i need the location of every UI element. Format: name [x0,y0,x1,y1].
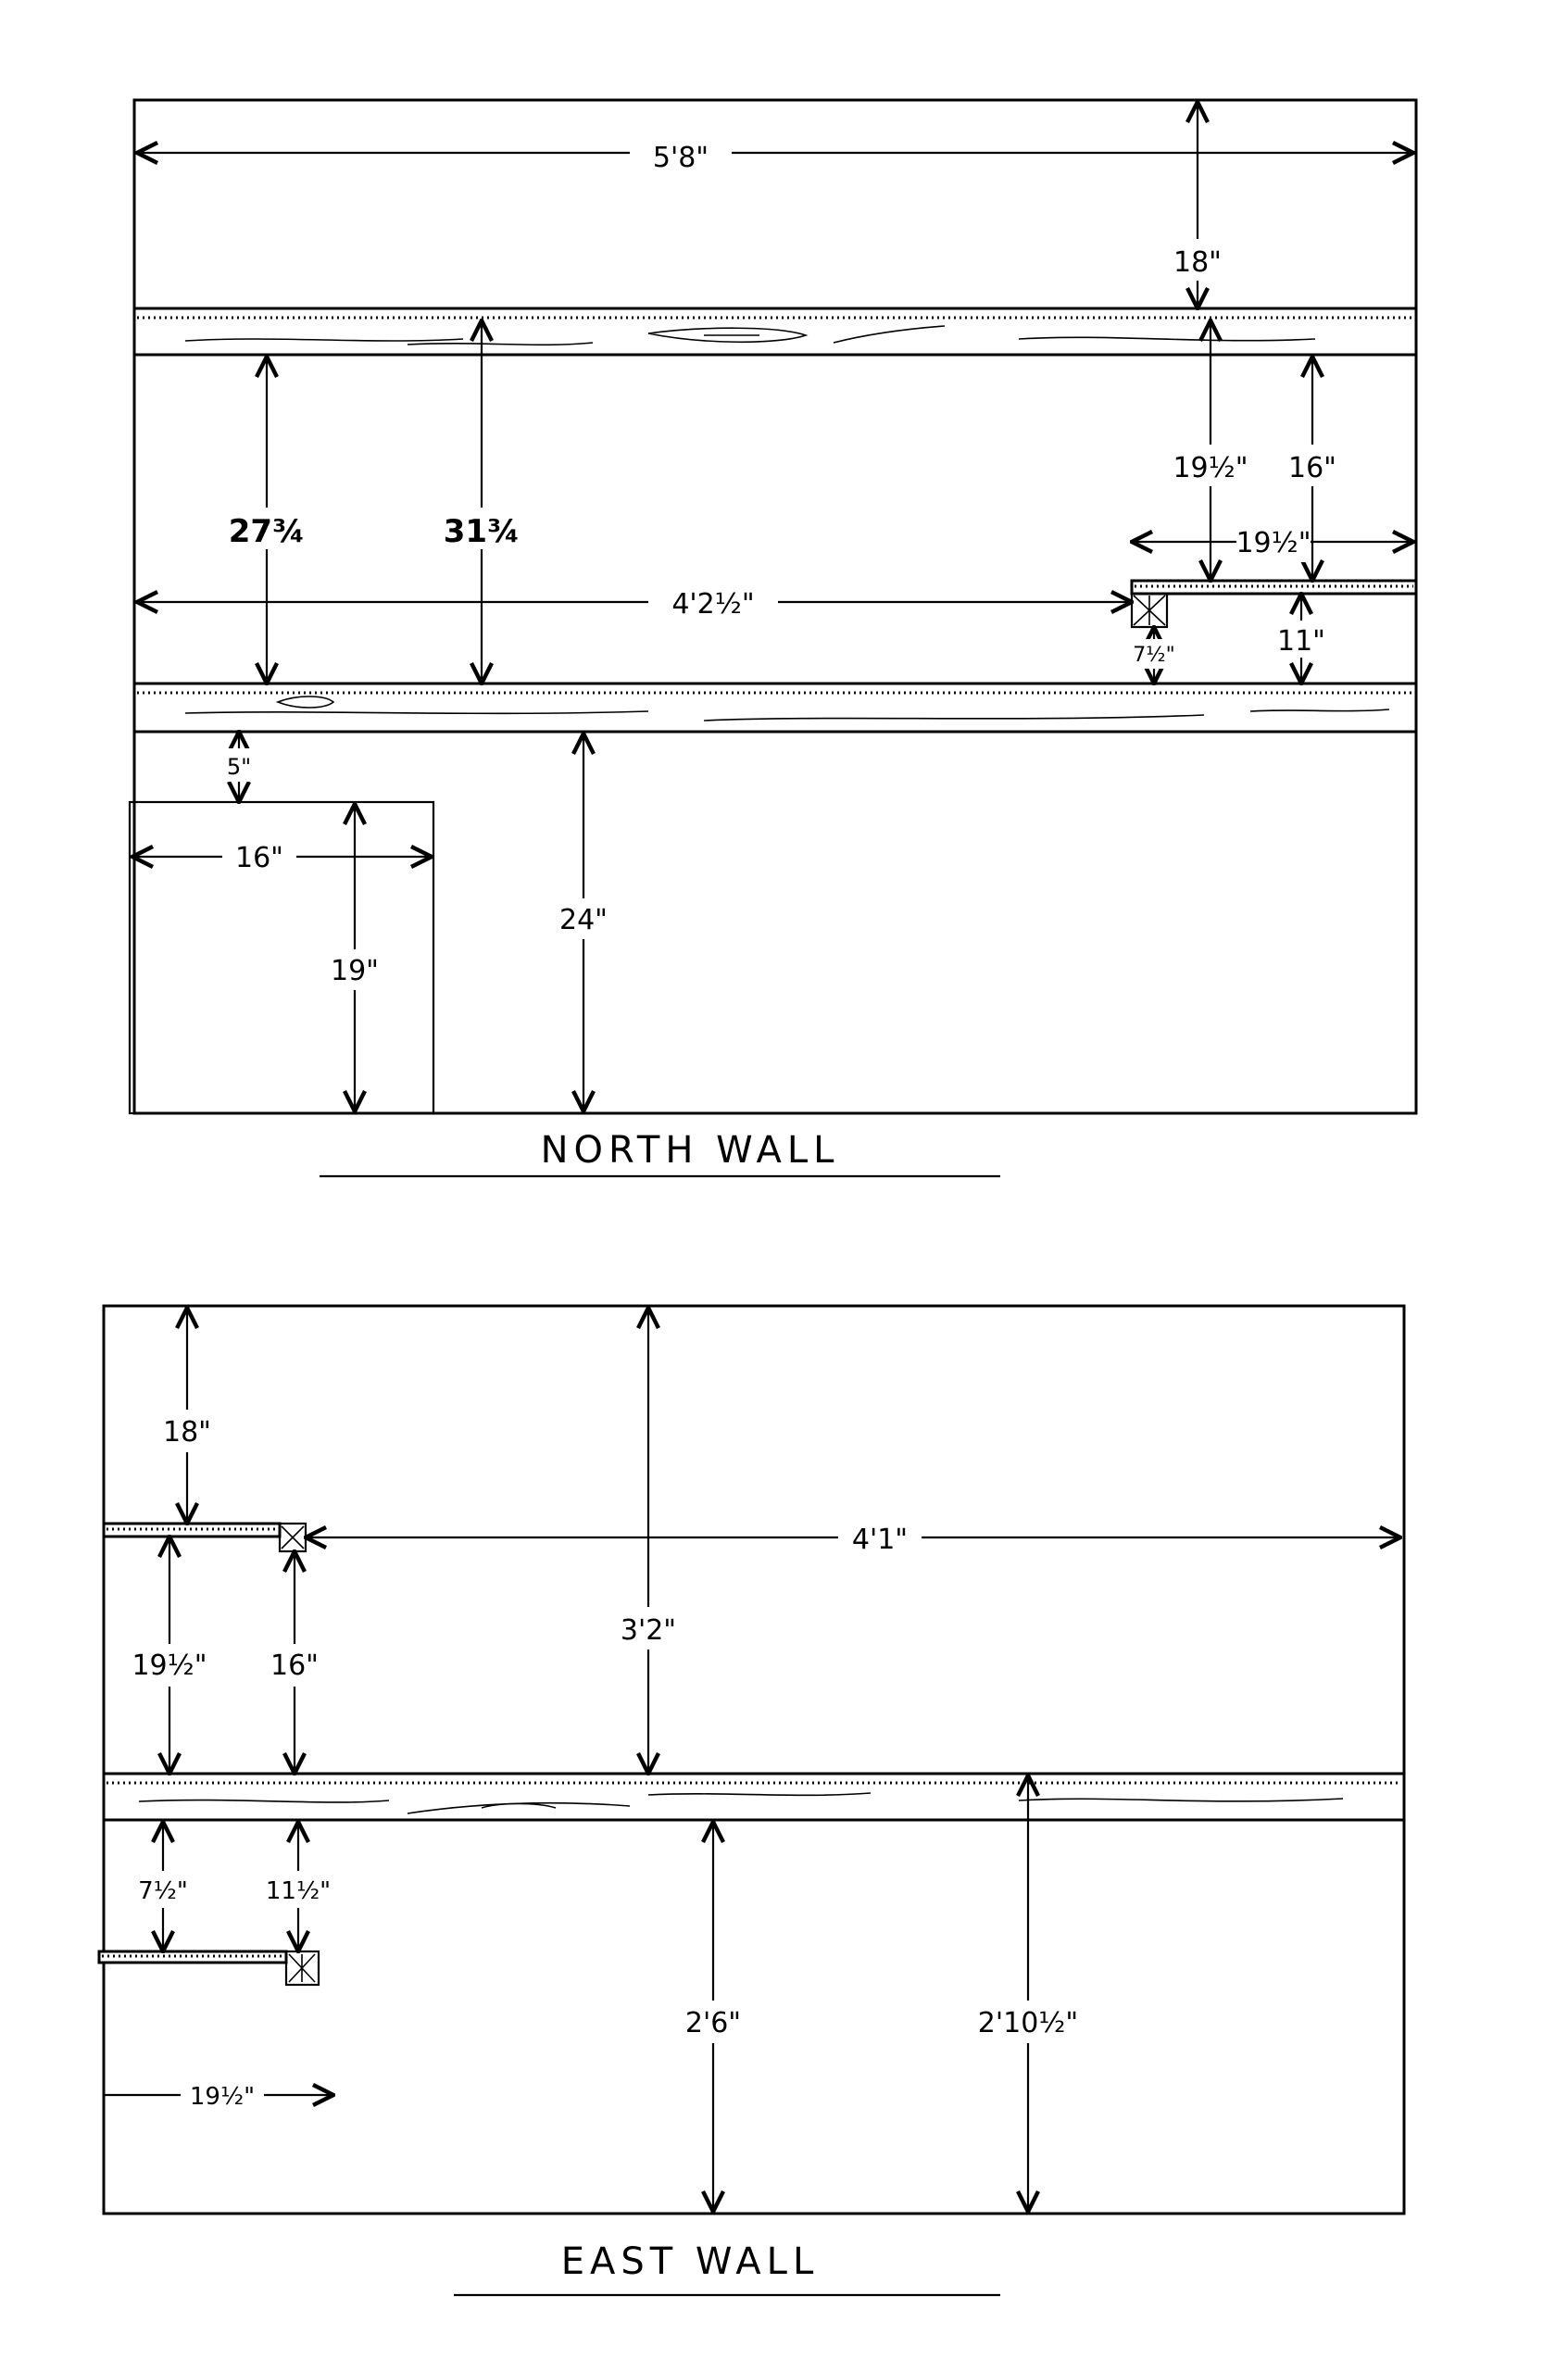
north-upper-to-bracket-b: 16" [1288,452,1336,484]
north-bracket-to-lower-b: 11" [1277,625,1325,658]
east-top-to-upper: 18" [163,1416,211,1449]
north-wall-elevation: 5'8" 18" 19½" 16" 19½" 27¾ 31¾ 4'2½" 7½"… [128,98,1418,1178]
east-main-to-floor-b: 2'10½" [978,2007,1078,2039]
east-upper-span: 4'1" [852,1524,908,1556]
east-main-to-floor-a: 2'6" [685,2007,741,2039]
east-upper-shelf [102,1522,307,1553]
north-left-gap-a: 27¾ [229,513,306,550]
east-wall-elevation: 18" 4'1" 19½" 16" 3'2" 7½" 11½" 19½" 2'6… [97,1304,1406,2297]
east-top-to-main: 3'2" [621,1614,676,1647]
east-upper-to-lower-a: 19½" [132,1650,207,1682]
north-lower-shelf [132,682,1418,734]
north-span-to-bracket: 4'2½" [671,588,754,621]
north-bracket-shelf-width: 19½" [1236,527,1311,559]
east-main-to-low-a: 7½" [138,1877,188,1905]
east-wall-title: EAST WALL [561,2240,819,2283]
east-low-shelf [97,1950,320,1987]
north-lower-to-box: 5" [227,754,251,780]
north-upper-shelf [132,307,1418,357]
north-wall-title: NORTH WALL [541,1129,840,1172]
east-low-shelf-width: 19½" [190,2083,255,2111]
east-upper-to-lower-b: 16" [270,1650,319,1682]
north-box-width: 16" [235,842,283,874]
north-total-width: 5'8" [653,142,709,174]
east-main-shelf [102,1772,1406,1822]
north-bracket-shelf [1130,579,1418,629]
east-main-to-low-b: 11½" [266,1877,331,1905]
north-box-height: 19" [331,955,379,987]
north-upper-to-bracket-a: 19½" [1173,452,1248,484]
north-left-gap-b: 31¾ [444,513,521,550]
north-cabinet-box [128,800,435,1115]
north-top-to-upper: 18" [1173,246,1222,279]
east-wall-outline [102,1304,1406,2215]
north-bracket-to-lower-a: 7½" [1133,644,1174,667]
north-lower-to-floor: 24" [559,904,608,936]
north-wall-outline [132,98,1418,1115]
